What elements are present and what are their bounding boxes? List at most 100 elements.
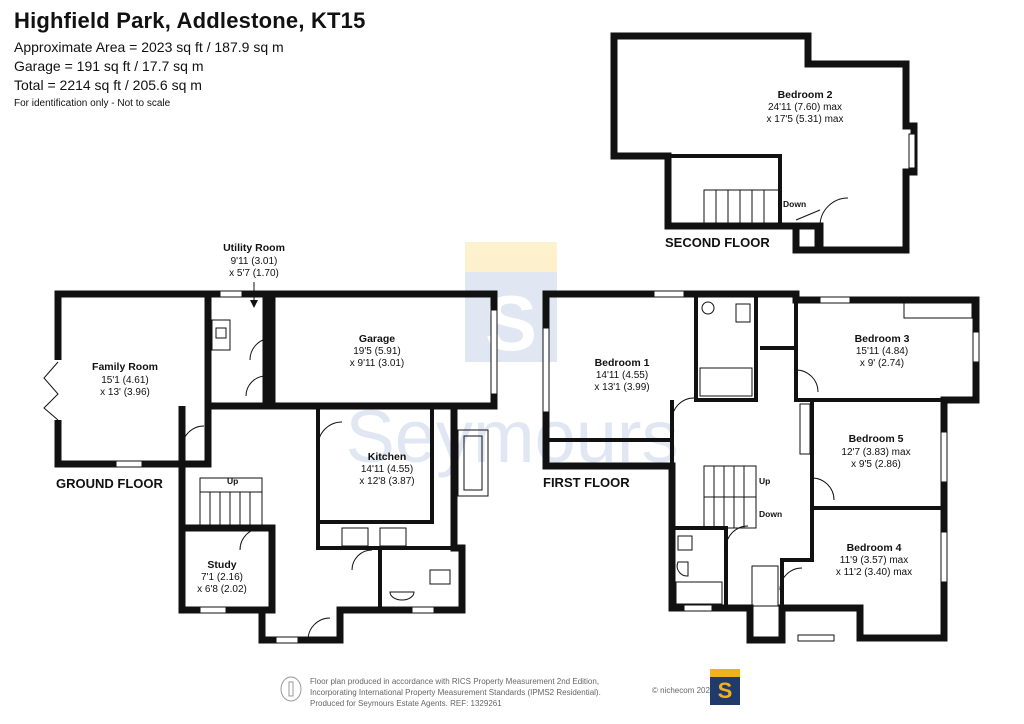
second-floor-stairs [703, 189, 781, 227]
svg-text:x 5'7 (1.70): x 5'7 (1.70) [229, 268, 279, 279]
first-stairs-up-label: Up [759, 476, 770, 486]
room-label-kitchen: Kitchen 14'11 (4.55) x 12'8 (3.87) [359, 451, 414, 487]
first-floor-outer-walls [542, 290, 980, 644]
basin [389, 591, 415, 601]
door-swing [811, 477, 835, 501]
svg-text:x 12'8 (3.87): x 12'8 (3.87) [359, 476, 414, 487]
room-label-bedroom-2: Bedroom 2 24'11 (7.60) max x 17'5 (5.31)… [767, 89, 844, 125]
svg-text:9'11 (3.01): 9'11 (3.01) [231, 256, 278, 267]
svg-text:Bedroom 3: Bedroom 3 [855, 333, 910, 345]
footer-text: Floor plan produced in accordance with R… [310, 676, 601, 709]
window [819, 296, 851, 304]
ground-stairs [199, 477, 263, 529]
window [115, 460, 143, 468]
svg-text:12'7 (3.83) max: 12'7 (3.83) max [841, 447, 910, 458]
wardrobe [799, 403, 811, 455]
window [219, 290, 243, 298]
window [653, 290, 685, 298]
svg-text:Bedroom 2: Bedroom 2 [778, 89, 833, 101]
room-label-utility-room: Utility Room 9'11 (3.01) x 5'7 (1.70) [223, 242, 285, 308]
room-label-study: Study 7'1 (2.16) x 6'8 (2.02) [197, 559, 247, 595]
window [940, 431, 948, 483]
disclaimer: For identification only - Not to scale [14, 98, 171, 109]
svg-text:Study: Study [207, 559, 236, 571]
header: Highfield Park, Addlestone, KT15 Approxi… [14, 8, 366, 109]
approximate-area: Approximate Area = 2023 sq ft / 187.9 sq… [14, 39, 284, 55]
svg-text:x 9'11 (3.01): x 9'11 (3.01) [350, 358, 405, 369]
window [411, 606, 435, 614]
door-swing [245, 375, 267, 397]
svg-text:15'1 (4.61): 15'1 (4.61) [101, 375, 149, 386]
toilet [735, 303, 751, 323]
basin [701, 301, 715, 315]
bay-window [457, 429, 489, 497]
garage-area: Garage = 191 sq ft / 17.7 sq m [14, 58, 204, 74]
fireplace [100, 291, 130, 297]
svg-text:x 13' (3.96): x 13' (3.96) [100, 387, 150, 398]
window [797, 634, 835, 642]
window [275, 636, 299, 644]
window [908, 133, 916, 169]
wardrobe [903, 299, 973, 319]
svg-text:14'11 (4.55): 14'11 (4.55) [361, 464, 413, 475]
ground-stairs-up-label: Up [227, 476, 238, 486]
bifold-door [43, 361, 59, 421]
second-stairs-down-label: Down [783, 199, 806, 209]
window [683, 604, 713, 612]
door-swing [795, 209, 821, 221]
door-swing [779, 567, 803, 591]
window [542, 327, 550, 413]
shower [699, 367, 753, 397]
door-swing [795, 369, 819, 393]
seymours-logo: S [710, 669, 740, 705]
svg-text:x 17'5 (5.31) max: x 17'5 (5.31) max [767, 114, 844, 125]
window [972, 331, 980, 363]
svg-text:24'11 (7.60) max: 24'11 (7.60) max [768, 102, 842, 113]
svg-text:Utility Room: Utility Room [223, 242, 285, 254]
door-swing [351, 549, 373, 571]
door-swing [249, 337, 273, 361]
svg-text:x 11'2 (3.40) max: x 11'2 (3.40) max [836, 567, 912, 578]
second-floor-outer-walls [610, 32, 918, 254]
logo-letter: S [717, 678, 733, 703]
door-swing [725, 525, 749, 549]
total-area: Total = 2214 sq ft / 205.6 sq m [14, 77, 202, 93]
area-summary: Approximate Area = 2023 sq ft / 187.9 sq… [14, 38, 366, 95]
svg-text:7'1 (2.16): 7'1 (2.16) [201, 572, 243, 583]
first-stairs-down-label: Down [759, 509, 782, 519]
ground-floor-label: GROUND FLOOR [56, 476, 163, 491]
nichecom-credit: © nichecom 2025. [652, 686, 717, 695]
first-floor-label: FIRST FLOOR [543, 475, 630, 490]
ground-floor-plan [43, 290, 498, 644]
first-floor-stairs [703, 465, 757, 529]
room-label-bedroom-1: Bedroom 1 14'11 (4.55) x 13'1 (3.99) [594, 357, 649, 393]
room-label-bedroom-5: Bedroom 5 12'7 (3.83) max x 9'5 (2.86) [841, 433, 910, 470]
logo-gold-band [710, 669, 740, 677]
svg-text:x 13'1 (3.99): x 13'1 (3.99) [594, 382, 649, 393]
svg-text:x 9'5 (2.86): x 9'5 (2.86) [851, 459, 901, 470]
room-label-bedroom-3: Bedroom 3 15'11 (4.84) x 9' (2.74) [855, 333, 910, 369]
room-label-bedroom-4: Bedroom 4 11'9 (3.57) max x 11'2 (3.40) … [836, 542, 912, 578]
footer-line-3: Produced for Seymours Estate Agents. REF… [310, 699, 502, 708]
room-label-garage: Garage 19'5 (5.91) x 9'11 (3.01) [350, 333, 405, 369]
svg-text:19'5 (5.91): 19'5 (5.91) [353, 346, 401, 357]
svg-text:11'9 (3.57) max: 11'9 (3.57) max [840, 555, 908, 566]
svg-text:Garage: Garage [359, 333, 395, 345]
page-title: Highfield Park, Addlestone, KT15 [14, 8, 366, 33]
second-floor-plan [610, 32, 918, 254]
hob [341, 527, 369, 547]
rics-logo-icon [280, 676, 302, 702]
svg-text:Bedroom 5: Bedroom 5 [849, 433, 904, 445]
window [940, 531, 948, 583]
footer-line-2: Incorporating International Property Mea… [310, 688, 601, 697]
footer-line-1: Floor plan produced in accordance with R… [310, 677, 600, 686]
sink [379, 527, 407, 547]
second-floor-label: SECOND FLOOR [665, 235, 770, 250]
front-door-swing [307, 617, 331, 641]
svg-text:x 9' (2.74): x 9' (2.74) [860, 358, 904, 369]
toilet [677, 535, 693, 551]
bath [675, 581, 723, 605]
door-swing [671, 397, 695, 421]
svg-text:x 6'8 (2.02): x 6'8 (2.02) [197, 584, 247, 595]
